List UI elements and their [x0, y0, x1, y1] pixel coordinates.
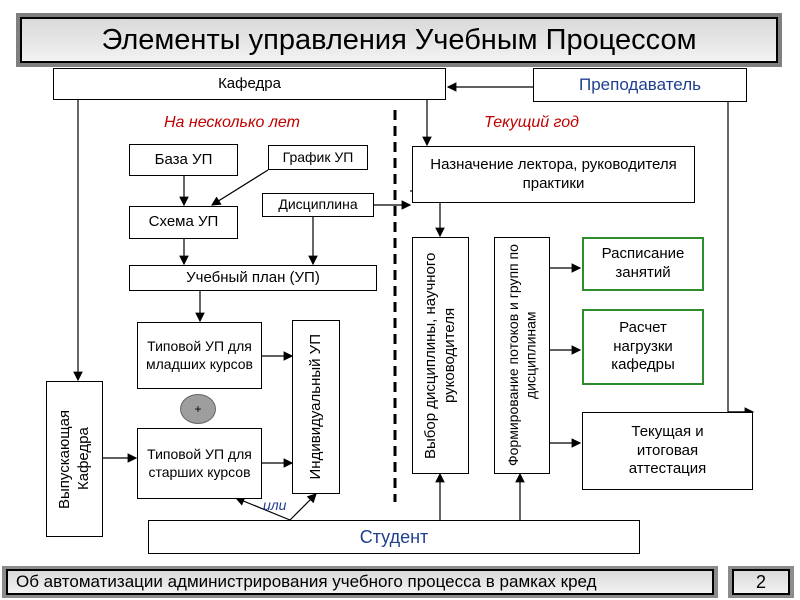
schedule-up-box: График УП	[268, 145, 368, 170]
student-box: Студент	[148, 520, 640, 554]
plus-icon: +	[180, 394, 216, 424]
footer-text: Об автоматизации администрирования учебн…	[6, 569, 714, 595]
form-streams-box: Формирование потоков и групп по дисципли…	[494, 237, 550, 474]
graduating-dept-box: Выпускающая Кафедра	[46, 381, 103, 537]
kafedra-box: Кафедра	[53, 68, 446, 100]
teacher-box: Преподаватель	[533, 68, 747, 102]
page-title: Элементы управления Учебным Процессом	[20, 17, 778, 63]
discipline-box: Дисциплина	[262, 193, 374, 217]
form-streams-label: Формирование потоков и групп по дисципли…	[504, 244, 539, 467]
or-label: или	[263, 497, 287, 513]
load-calc-box: Расчет нагрузки кафедры	[582, 309, 704, 385]
choose-disciplines-box: Выбор дисциплины, научного руководителя	[412, 237, 469, 474]
several-years-label: На несколько лет	[164, 114, 300, 131]
attestation-box: Текущая и итоговая аттестация	[582, 412, 753, 490]
scheme-up-box: Схема УП	[129, 206, 238, 239]
individual-up-label: Индивидуальный УП	[306, 334, 324, 480]
timetable-box: Расписание занятий	[582, 237, 704, 291]
individual-up-box: Индивидуальный УП	[292, 320, 340, 494]
study-plan-box: Учебный план (УП)	[129, 265, 377, 291]
base-up-box: База УП	[129, 144, 238, 176]
assign-lecturer-box: Назначение лектора, руководителя практик…	[412, 146, 695, 203]
graduating-dept-label: Выпускающая Кафедра	[55, 409, 92, 509]
choose-disciplines-label: Выбор дисциплины, научного руководителя	[421, 252, 458, 459]
typical-senior-box: Типовой УП для старших курсов	[137, 428, 262, 499]
current-year-label: Текущий год	[484, 114, 580, 131]
typical-junior-box: Типовой УП для младших курсов	[137, 322, 262, 389]
page-number: 2	[732, 569, 790, 595]
